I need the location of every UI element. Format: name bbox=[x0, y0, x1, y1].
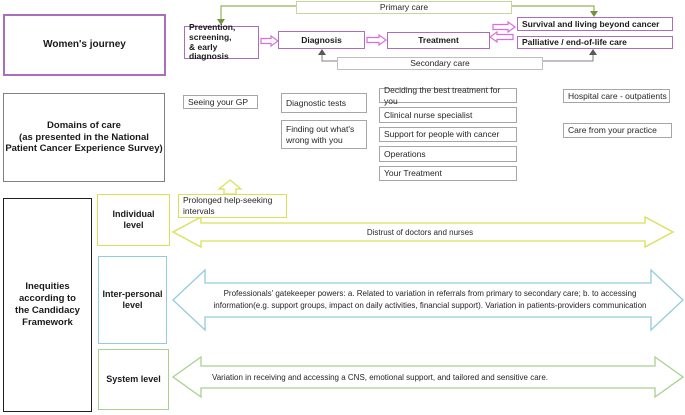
treatment-box: Treatment bbox=[387, 32, 490, 49]
secondary-to-palliative-connector bbox=[543, 55, 594, 62]
secondary-care-box: Secondary care bbox=[337, 57, 543, 70]
distrust-double-arrow bbox=[171, 215, 675, 249]
womens-journey-box: Women's journey bbox=[3, 14, 166, 76]
domain-diagnostic-tests-box: Diagnostic tests bbox=[281, 93, 367, 113]
interpersonal-double-arrow bbox=[172, 268, 684, 332]
prevention-box: Prevention, screening, & early diagnosis bbox=[184, 22, 259, 61]
primary-to-survival-arrowhead bbox=[590, 11, 598, 17]
secondary-to-diagnosis-connector bbox=[321, 55, 337, 62]
inequities-title-box: Inequities according to the Candidacy Fr… bbox=[3, 198, 92, 412]
primary-to-survival-connector bbox=[512, 5, 595, 11]
system-double-arrow bbox=[171, 355, 685, 399]
domain-clinical-nurse-box: Clinical nurse specialist bbox=[379, 107, 517, 123]
domain-operations-box: Operations bbox=[379, 146, 517, 162]
system-arrow-label: Variation in receiving and accessing a C… bbox=[211, 373, 549, 382]
domain-support-box: Support for people with cancer bbox=[379, 127, 517, 142]
primary-to-prevention-arrowhead bbox=[217, 19, 225, 25]
primary-to-prevention-connector bbox=[220, 5, 296, 19]
flow-arrow-treatment-to-survival bbox=[492, 20, 517, 34]
survival-box: Survival and living beyond cancer bbox=[517, 17, 673, 31]
individual-level-box: Individual level bbox=[97, 194, 170, 246]
prolonged-help-seeking-box: Prolonged help-seeking intervals bbox=[178, 194, 287, 218]
flow-arrow-prevention-to-diagnosis bbox=[260, 34, 280, 48]
domain-finding-out-box: Finding out what's wrong with you bbox=[281, 120, 367, 149]
system-level-box: System level bbox=[98, 349, 169, 410]
domain-deciding-treatment-box: Deciding the best treatment for you bbox=[379, 85, 517, 106]
domain-your-treatment-box: Your Treatment bbox=[379, 166, 517, 181]
palliative-box: Palliative / end-of-life care bbox=[517, 36, 673, 49]
domains-title-box: Domains of care (as presented in the Nat… bbox=[3, 93, 165, 182]
diagnosis-box: Diagnosis bbox=[278, 31, 365, 49]
primary-care-box: Primary care bbox=[296, 1, 512, 14]
flow-arrow-diagnosis-to-treatment bbox=[366, 33, 388, 47]
distrust-arrow-label: Distrust of doctors and nurses bbox=[366, 228, 474, 237]
prolonged-up-arrow bbox=[217, 179, 243, 195]
domain-seeing-gp-box: Seeing your GP bbox=[183, 95, 258, 109]
interpersonal-arrow-label: Professionals' gatekeeper powers: a. Rel… bbox=[213, 289, 647, 310]
interpersonal-level-box: Inter-personal level bbox=[98, 256, 167, 344]
domain-hospital-care-box: Hospital care - outpatients bbox=[563, 89, 670, 103]
domain-care-practice-box: Care from your practice bbox=[563, 123, 672, 138]
flow-arrow-survival-to-treatment bbox=[488, 30, 514, 44]
secondary-to-diagnosis-arrowhead bbox=[318, 49, 326, 55]
secondary-to-palliative-arrowhead bbox=[589, 49, 597, 55]
